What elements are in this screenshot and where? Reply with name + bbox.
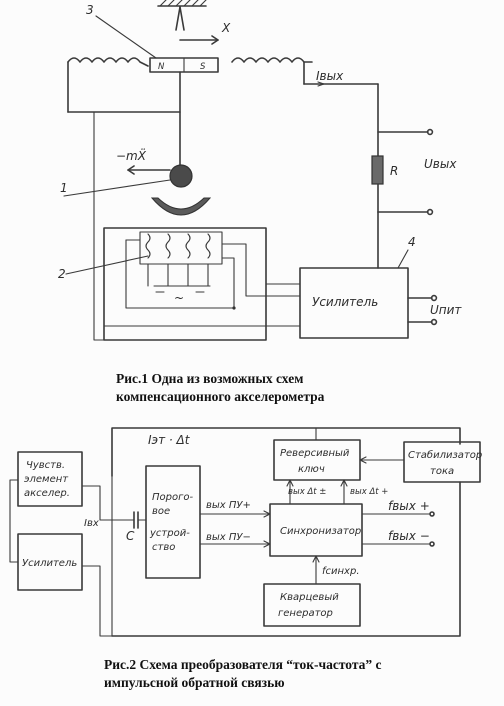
out-pu-minus: вых ПУ− [206,532,251,543]
photocells [139,231,223,265]
capacitor-label: C [126,529,135,543]
f-out-minus: fвых − [388,529,430,543]
threshold-label-3: устрой- [149,528,190,539]
quartz-label-1: Кварцевый [280,592,339,603]
label-2: 2 [58,267,66,281]
u-pit-label: Uпит [430,303,462,317]
stabilizer-label-1: Стабилизатор [408,449,482,461]
ac-tilde: ~ [174,291,184,305]
label-4: 4 [408,235,416,249]
proof-mass [169,164,193,188]
figure1-caption-line1: Рис.1 Одна из возможных схем [116,371,304,386]
f-sync-label: fсинхр. [322,566,360,577]
axis-x-label: X [221,21,231,35]
optical-shutter [150,197,212,216]
reverse-switch-label-1: Реверсивный [280,448,350,459]
figure2-caption-line1: Рис.2 Схема преобразователя “ток-частота… [104,657,382,672]
fig1-amplifier-label: Усилитель [312,295,378,309]
label-1: 1 [60,181,68,195]
sensor-label-3: акселер. [24,488,70,499]
left-coil [67,57,149,67]
quartz-label-2: генератор [278,608,333,619]
threshold-device-block [145,465,201,579]
figure1-schematic: X N S 3 Iвых −mẌ 1 R [58,0,462,341]
i-out-label: Iвых [316,69,344,83]
sync-left-label: вых Δt ± [288,487,326,497]
quartz-generator-block [263,583,361,627]
figure2-schematic: Iэт · Δt Чувств. элемент акселер. Усилит… [9,427,482,637]
threshold-label-4: ство [152,542,175,553]
current-stabilizer-block [403,441,481,483]
i-et-label: Iэт · Δt [148,433,191,447]
fig2-amplifier-label: Усилитель [22,558,77,569]
resistor-label: R [390,164,398,178]
reverse-switch-label-2: ключ [298,464,325,475]
label-3: 3 [86,3,94,17]
force-label: −mẌ [116,148,147,163]
resistor [371,155,384,185]
sensor-label-2: элемент [24,474,69,485]
right-coil [231,57,313,63]
synchronizer-label: Синхронизатор [280,526,361,537]
magnet-pole-n: N [158,62,165,72]
f-out-plus: fвых + [388,499,430,513]
threshold-label-2: вое [152,506,170,517]
out-pu-plus: вых ПУ+ [206,500,251,511]
bridge-frame [103,227,267,341]
threshold-label-1: Порого- [152,492,193,503]
sensor-label-1: Чувств. [26,460,65,471]
fig1-amplifier-block [299,267,409,339]
stabilizer-label-2: тока [430,466,454,477]
figure2-caption-line2: импульсной обратной связью [104,675,285,690]
u-out-label: Uвых [424,157,457,171]
figure1-caption-line2: компенсационного акселерометра [116,389,325,404]
i-vx-label: Iвх [84,518,99,529]
magnet-pole-s: S [200,62,206,72]
sensor-block [17,451,83,507]
sync-right-label: вых Δt + [350,487,388,497]
